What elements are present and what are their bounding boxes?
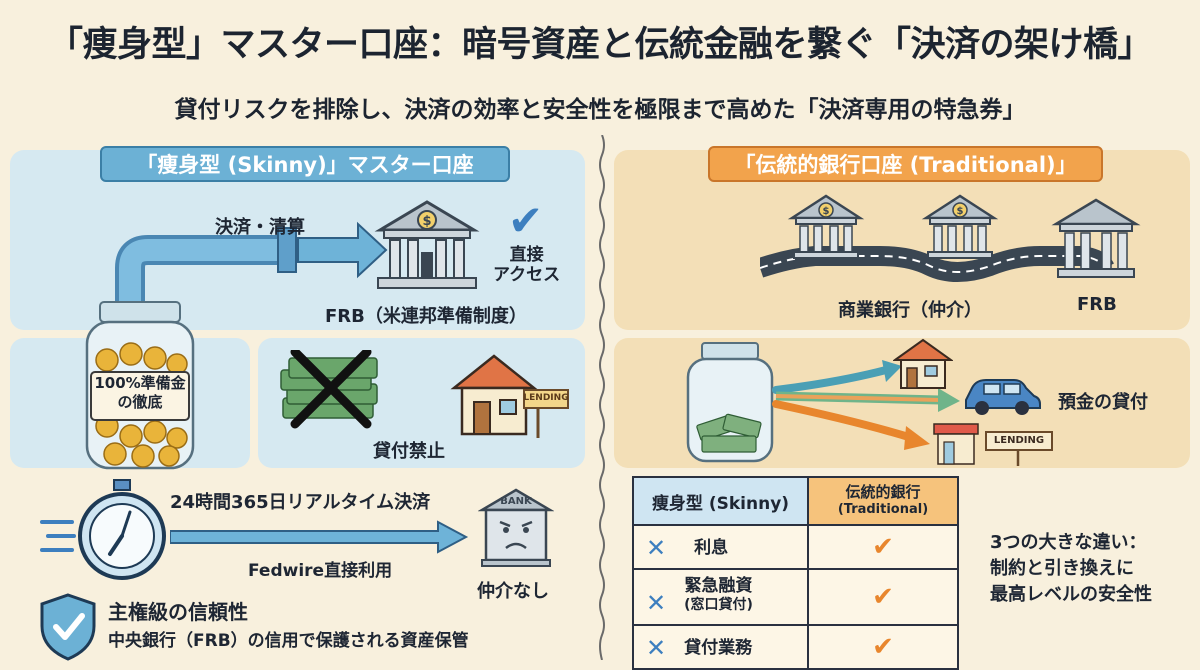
header-skinny: 痩身型 (Skinny) [632,476,809,526]
comparison-table: 痩身型 (Skinny) 伝統的銀行 (Traditional) ✕ 利息 ✔ ✕… [632,476,959,670]
cross-icon: ✕ [646,633,667,662]
no-intermediary-label: 仲介なし [477,581,549,602]
jar-label: 100%準備金 の徹底 [92,374,188,412]
lending-arrows [772,360,960,450]
checkmark-icon: ✔ [872,632,894,662]
lending-sign-right: LENDING [993,435,1045,446]
row-interest: ✕ 利息 [632,524,809,570]
svg-text:$: $ [422,214,431,229]
table-row: ✕ 緊急融資 (窓口貸付) ✔ [632,568,959,626]
row-interest-check: ✔ [807,524,959,570]
row-lending-check: ✔ [807,624,959,670]
checkmark-icon: ✔ [872,532,894,562]
deposit-lending-label: 預金の貸付 [1058,392,1148,413]
commercial-bank-label: 商業銀行（仲介） [838,300,982,321]
money-crossed-icon [280,350,378,429]
stopwatch-icon [40,479,166,580]
table-header-row: 痩身型 (Skinny) 伝統的銀行 (Traditional) [632,476,959,526]
frb-label: FRB（米連邦準備制度） [325,306,527,327]
lending-sign-left: LENDING [523,393,569,403]
direct-access-line1: 直接 [509,245,544,265]
header-traditional-line2: (Traditional) [837,502,929,517]
check-icon: ✔ [508,196,544,245]
header-traditional: 伝統的銀行 (Traditional) [807,476,959,526]
shop-icon [933,423,1053,466]
cash-jar-illustration [686,342,774,463]
cross-icon: ✕ [646,533,667,562]
realtime-arrow [170,520,469,554]
jar-label-line1: 100%準備金 [94,374,186,392]
table-row: ✕ 利息 ✔ [632,524,959,570]
row-interest-label: 利息 [694,537,729,558]
row-emergency-check: ✔ [807,568,959,626]
svg-text:$: $ [823,206,830,217]
row-lending-business: ✕ 貸付業務 [632,624,809,670]
banner-skinny: 「痩身型 (Skinny)」マスター口座 [100,146,510,182]
cross-icon: ✕ [646,589,667,617]
coin-jar-illustration [85,301,195,470]
banner-traditional: 「伝統的銀行口座 (Traditional)」 [708,146,1103,182]
shield-icon [40,593,96,661]
frb-right-label: FRB [1077,294,1117,315]
main-title: 「痩身型」マスター口座：暗号資産と伝統金融を繋ぐ「決済の架け橋」 [47,25,1153,65]
row-lending-label: 貸付業務 [684,637,753,658]
checkmark-icon: ✔ [872,582,894,612]
header-traditional-line1: 伝統的銀行 [845,483,921,501]
pipe-illustration [115,221,388,320]
bank-icon [478,488,554,567]
settlement-label: 決済・清算 [215,217,305,238]
summary-line2: 制約と引き換えに [990,558,1134,579]
direct-access-line2: アクセス [493,265,561,285]
trust-title: 主権級の信頼性 [108,600,248,624]
row-emergency-loan: ✕ 緊急融資 (窓口貸付) [632,568,809,626]
summary-line1: 3つの大きな違い： [990,532,1147,553]
row-emergency-label2: (窓口貸付) [684,597,753,613]
lending-ban-label: 貸付禁止 [373,441,445,462]
realtime-label: 24時間365日リアルタイム決済 [170,492,431,513]
trust-desc: 中央銀行（FRB）の信用で保護される資産保管 [108,631,469,651]
subtitle: 貸付リスクを排除し、決済の効率と安全性を極限まで高めた「決済専用の特急券」 [174,97,1026,123]
bank-sign: BANK [500,496,532,507]
car-icon [965,379,1041,415]
center-divider [599,135,605,660]
summary-note: 3つの大きな違い： 制約と引き換えに 最高レベルの安全性 [990,530,1152,608]
svg-text:$: $ [957,206,964,217]
direct-access-label: 直接 アクセス [493,245,560,285]
house-right-icon [893,338,953,389]
table-row: ✕ 貸付業務 ✔ [632,624,959,670]
frb-building-icon: $ [374,200,480,289]
row-emergency-label1: 緊急融資 [684,576,753,596]
house-icon [450,354,569,438]
summary-line3: 最高レベルの安全性 [990,584,1152,605]
fedwire-label: Fedwire直接利用 [248,561,393,581]
jar-label-line2: の徹底 [117,393,163,411]
commercial-bank-road: $ $ [760,194,1141,282]
